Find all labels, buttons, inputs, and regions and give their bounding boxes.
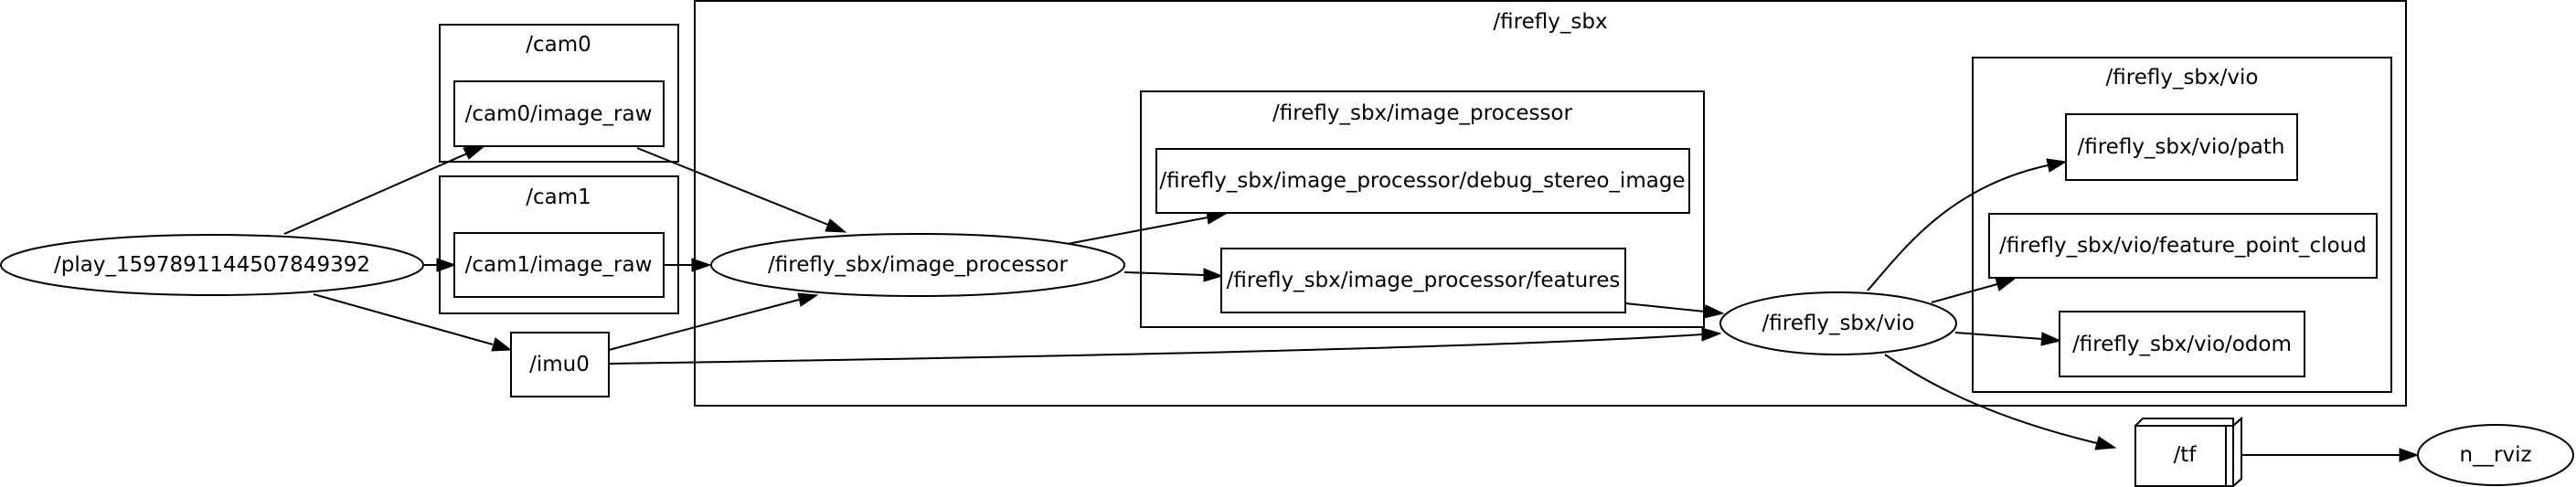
node-cam0-image-raw-label: /cam0/image_raw: [465, 102, 653, 126]
edge-features-to-vio: [1624, 302, 1725, 319]
node-features-label: /firefly_sbx/image_processor/features: [1227, 269, 1621, 292]
cluster-firefly-sbx-label: /firefly_sbx: [1493, 10, 1607, 34]
cluster-cam1: /cam1: [439, 175, 679, 314]
node-rviz-label: n__rviz: [2459, 443, 2531, 467]
cluster-vio-label: /firefly_sbx/vio: [2106, 66, 2259, 90]
cluster-cam0-label: /cam0: [526, 33, 591, 57]
edge-cam1-image-raw-to-image-processor: [665, 258, 712, 272]
node-vio-odom-label: /firefly_sbx/vio/odom: [2072, 333, 2292, 356]
node-vio[interactable]: /firefly_sbx/vio: [1719, 291, 1957, 355]
node-rviz[interactable]: n__rviz: [2417, 424, 2574, 486]
node-vio-label: /firefly_sbx/vio: [1762, 312, 1915, 335]
cluster-vio: /firefly_sbx/vio: [1972, 57, 2392, 393]
node-vio-path[interactable]: /firefly_sbx/vio/path: [2065, 113, 2298, 181]
edge-cam0-image-raw-to-image-processor: [636, 147, 847, 233]
node-vio-odom[interactable]: /firefly_sbx/vio/odom: [2059, 311, 2305, 377]
node-tf-label: /tf: [2174, 443, 2198, 467]
cluster-image-processor-label: /firefly_sbx/image_processor: [1272, 101, 1572, 125]
node-feature-point-cloud[interactable]: /firefly_sbx/vio/feature_point_cloud: [1988, 213, 2378, 279]
node-imu0[interactable]: /imu0: [510, 332, 610, 397]
edge-image-processor-to-features: [1123, 268, 1224, 282]
node-debug-stereo-image-label: /firefly_sbx/image_processor/debug_stere…: [1159, 169, 1685, 193]
node-cam1-image-raw-label: /cam1/image_raw: [465, 253, 653, 277]
edge-vio-to-path: [1867, 158, 2068, 291]
edge-play-to-cam1-image-raw: [424, 258, 457, 272]
node-vio-path-label: /firefly_sbx/vio/path: [2078, 135, 2285, 159]
node-play[interactable]: /play_1597891144507849392: [0, 234, 424, 296]
node-cam1-image-raw[interactable]: /cam1/image_raw: [453, 232, 665, 298]
cluster-image-processor: /firefly_sbx/image_processor: [1140, 90, 1705, 328]
node-feature-point-cloud-label: /firefly_sbx/vio/feature_point_cloud: [1999, 234, 2367, 258]
node-image-processor[interactable]: /firefly_sbx/image_processor: [710, 233, 1125, 297]
cluster-cam1-label: /cam1: [526, 185, 591, 209]
node-features[interactable]: /firefly_sbx/image_processor/features: [1220, 248, 1626, 313]
node-imu0-label: /imu0: [529, 353, 590, 376]
cluster-cam0: /cam0: [439, 24, 679, 163]
node-cam0-image-raw[interactable]: /cam0/image_raw: [453, 80, 665, 147]
edge-vio-to-tf: [1884, 354, 2117, 450]
cluster-firefly-sbx: /firefly_sbx: [694, 0, 2407, 407]
edge-play-to-cam0-image-raw: [283, 144, 487, 235]
node-debug-stereo-image[interactable]: /firefly_sbx/image_processor/debug_stere…: [1155, 148, 1690, 214]
edge-vio-to-odom: [1954, 332, 2062, 346]
edge-imu0-to-vio: [608, 327, 1722, 365]
edge-image-processor-to-debug-stereo-image: [1061, 210, 1228, 246]
node-tf[interactable]: /tf: [2134, 416, 2242, 487]
edge-play-to-imu0: [313, 293, 513, 352]
edges: [283, 144, 2420, 462]
edge-tf-to-rviz: [2233, 448, 2420, 462]
node-play-label: /play_1597891144507849392: [54, 253, 370, 277]
node-image-processor-label: /firefly_sbx/image_processor: [768, 253, 1068, 277]
edge-imu0-to-image-processor: [608, 292, 819, 351]
